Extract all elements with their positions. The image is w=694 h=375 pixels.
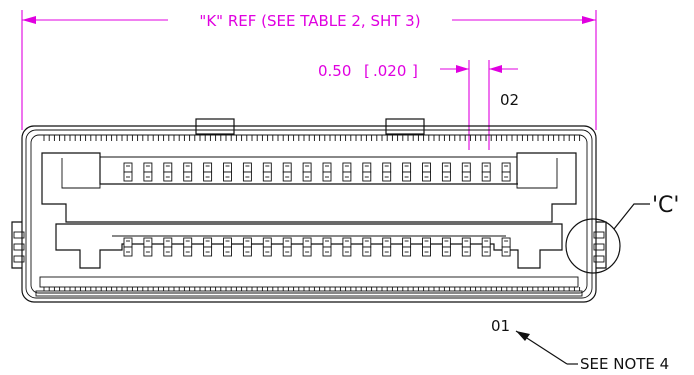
pin-row-01 [123,237,511,257]
contact-pin [282,162,292,182]
contact-pin [342,162,352,182]
contact-pin [262,237,272,257]
pitch-dimension: 0.50 [ .020 ] [318,60,518,150]
bracket-close: ] [412,62,418,80]
contact-pin [223,162,232,182]
row-label-01: 01 [491,317,510,335]
bracket-open: [ [364,62,370,80]
pin-row-02 [123,162,511,182]
detail-c-callout: 'C' [565,193,679,274]
contact-pin [223,237,232,257]
contact-pin [422,162,431,182]
contact-pin [242,237,252,257]
contact-pin [382,237,392,257]
note-4-label: SEE NOTE 4 [580,355,669,373]
connector-body [11,118,607,303]
contact-pin [163,162,173,182]
contact-pin [382,162,392,182]
contact-pin [203,162,213,182]
contact-pin [441,237,451,257]
row-label-02: 02 [500,91,519,109]
pitch-metric-label: 0.50 [318,62,351,80]
contact-pin [402,162,412,182]
note-4-leader: SEE NOTE 4 [515,330,669,373]
contact-pin [123,162,133,182]
contact-pin [123,237,133,257]
contact-pin [302,237,312,257]
detail-c-label: 'C' [652,193,679,218]
contact-pin [203,237,213,257]
contact-pin [402,237,412,257]
contact-pin [242,162,252,182]
contact-pin [501,162,511,182]
contact-pin [183,162,193,182]
contact-pin [422,237,431,257]
overall-dimension: "K" REF (SEE TABLE 2, SHT 3) [21,10,597,130]
contact-pin [322,237,332,257]
contact-pin [143,237,153,257]
contact-pin [481,162,491,182]
contact-pin [461,162,471,182]
contact-pin [481,237,491,257]
contact-pin [441,162,451,182]
contact-pin [342,237,352,257]
contact-pin [262,162,272,182]
contact-pin [302,162,312,182]
contact-pin [461,237,471,257]
contact-pin [322,162,332,182]
contact-pin [163,237,173,257]
contact-pin [501,237,511,257]
contact-pin [362,237,372,257]
contact-pin [282,237,292,257]
contact-pin [143,162,153,182]
contact-pin [362,162,372,182]
pitch-imperial-label: .020 [373,62,406,80]
overall-dimension-label: "K" REF (SEE TABLE 2, SHT 3) [199,12,420,30]
contact-pin [183,237,193,257]
